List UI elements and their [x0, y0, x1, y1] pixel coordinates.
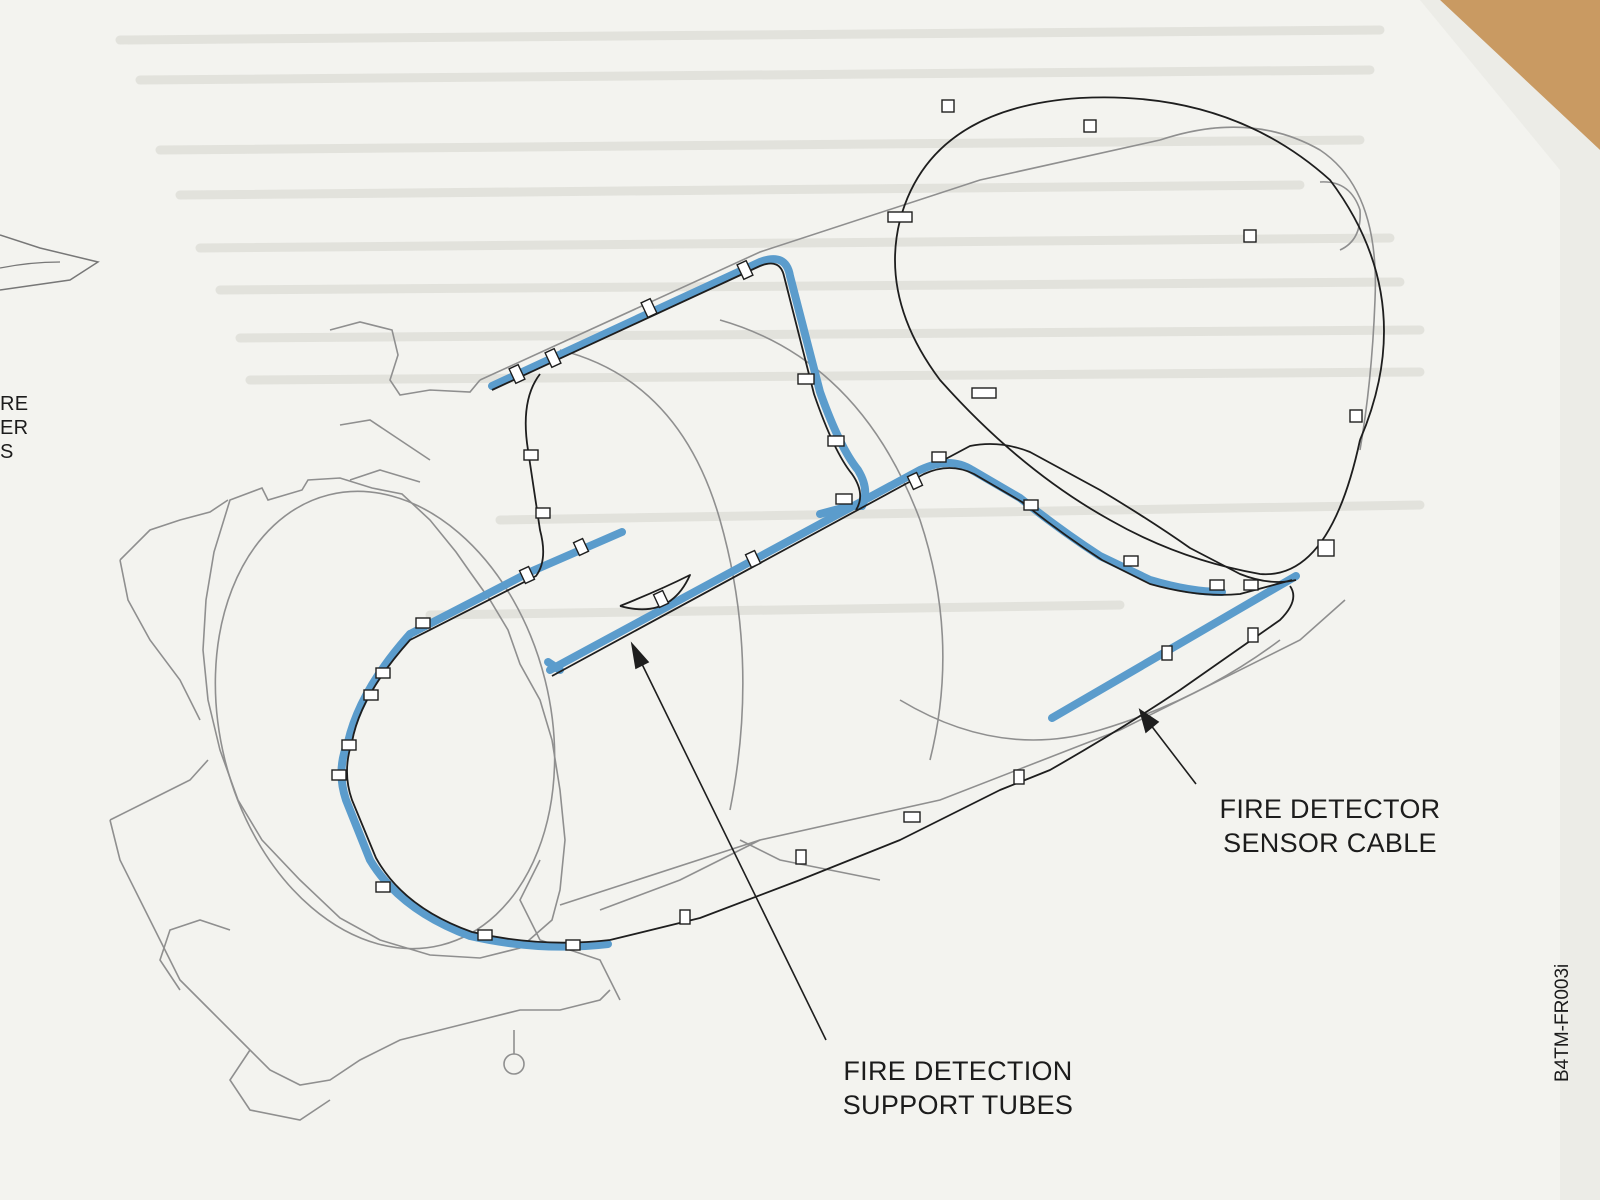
figure-id: B4TM-FR003i: [1552, 963, 1573, 1082]
sensor-cable-leader-line: [1149, 723, 1197, 785]
wing-fragment-outline: [0, 234, 100, 291]
edge-line-3: S: [0, 441, 14, 463]
sensor-cable-label-line-1: FIRE DETECTOR: [1219, 794, 1441, 824]
sensor-cable-label-line-2: SENSOR CABLE: [1223, 828, 1437, 858]
clamps: [331, 99, 1363, 951]
sensor-cable-arrowhead: [1138, 708, 1160, 734]
engine-outline: [109, 126, 1377, 1121]
support-tubes-leader-line: [639, 659, 827, 1041]
fire-detection-support-tubes: [337, 255, 1300, 951]
wing-fragment-inner: [0, 261, 61, 269]
edge-line-2: ER: [0, 417, 29, 439]
support-tubes-arrowhead: [630, 641, 650, 670]
support-tubes-label-line-2: SUPPORT TUBES: [842, 1090, 1074, 1120]
leader-arrows: [630, 641, 1197, 1041]
edge-line-1: RE: [0, 393, 29, 415]
paper-shadow: [1420, 0, 1600, 1200]
sensor-cable-label: FIRE DETECTOR SENSOR CABLE: [1210, 792, 1450, 860]
show-through-text: [115, 25, 1425, 620]
support-tubes-label-line-1: FIRE DETECTION: [843, 1056, 1073, 1086]
edge-label-fragment: RE ER S: [0, 392, 28, 464]
support-tubes-label: FIRE DETECTION SUPPORT TUBES: [828, 1054, 1088, 1122]
